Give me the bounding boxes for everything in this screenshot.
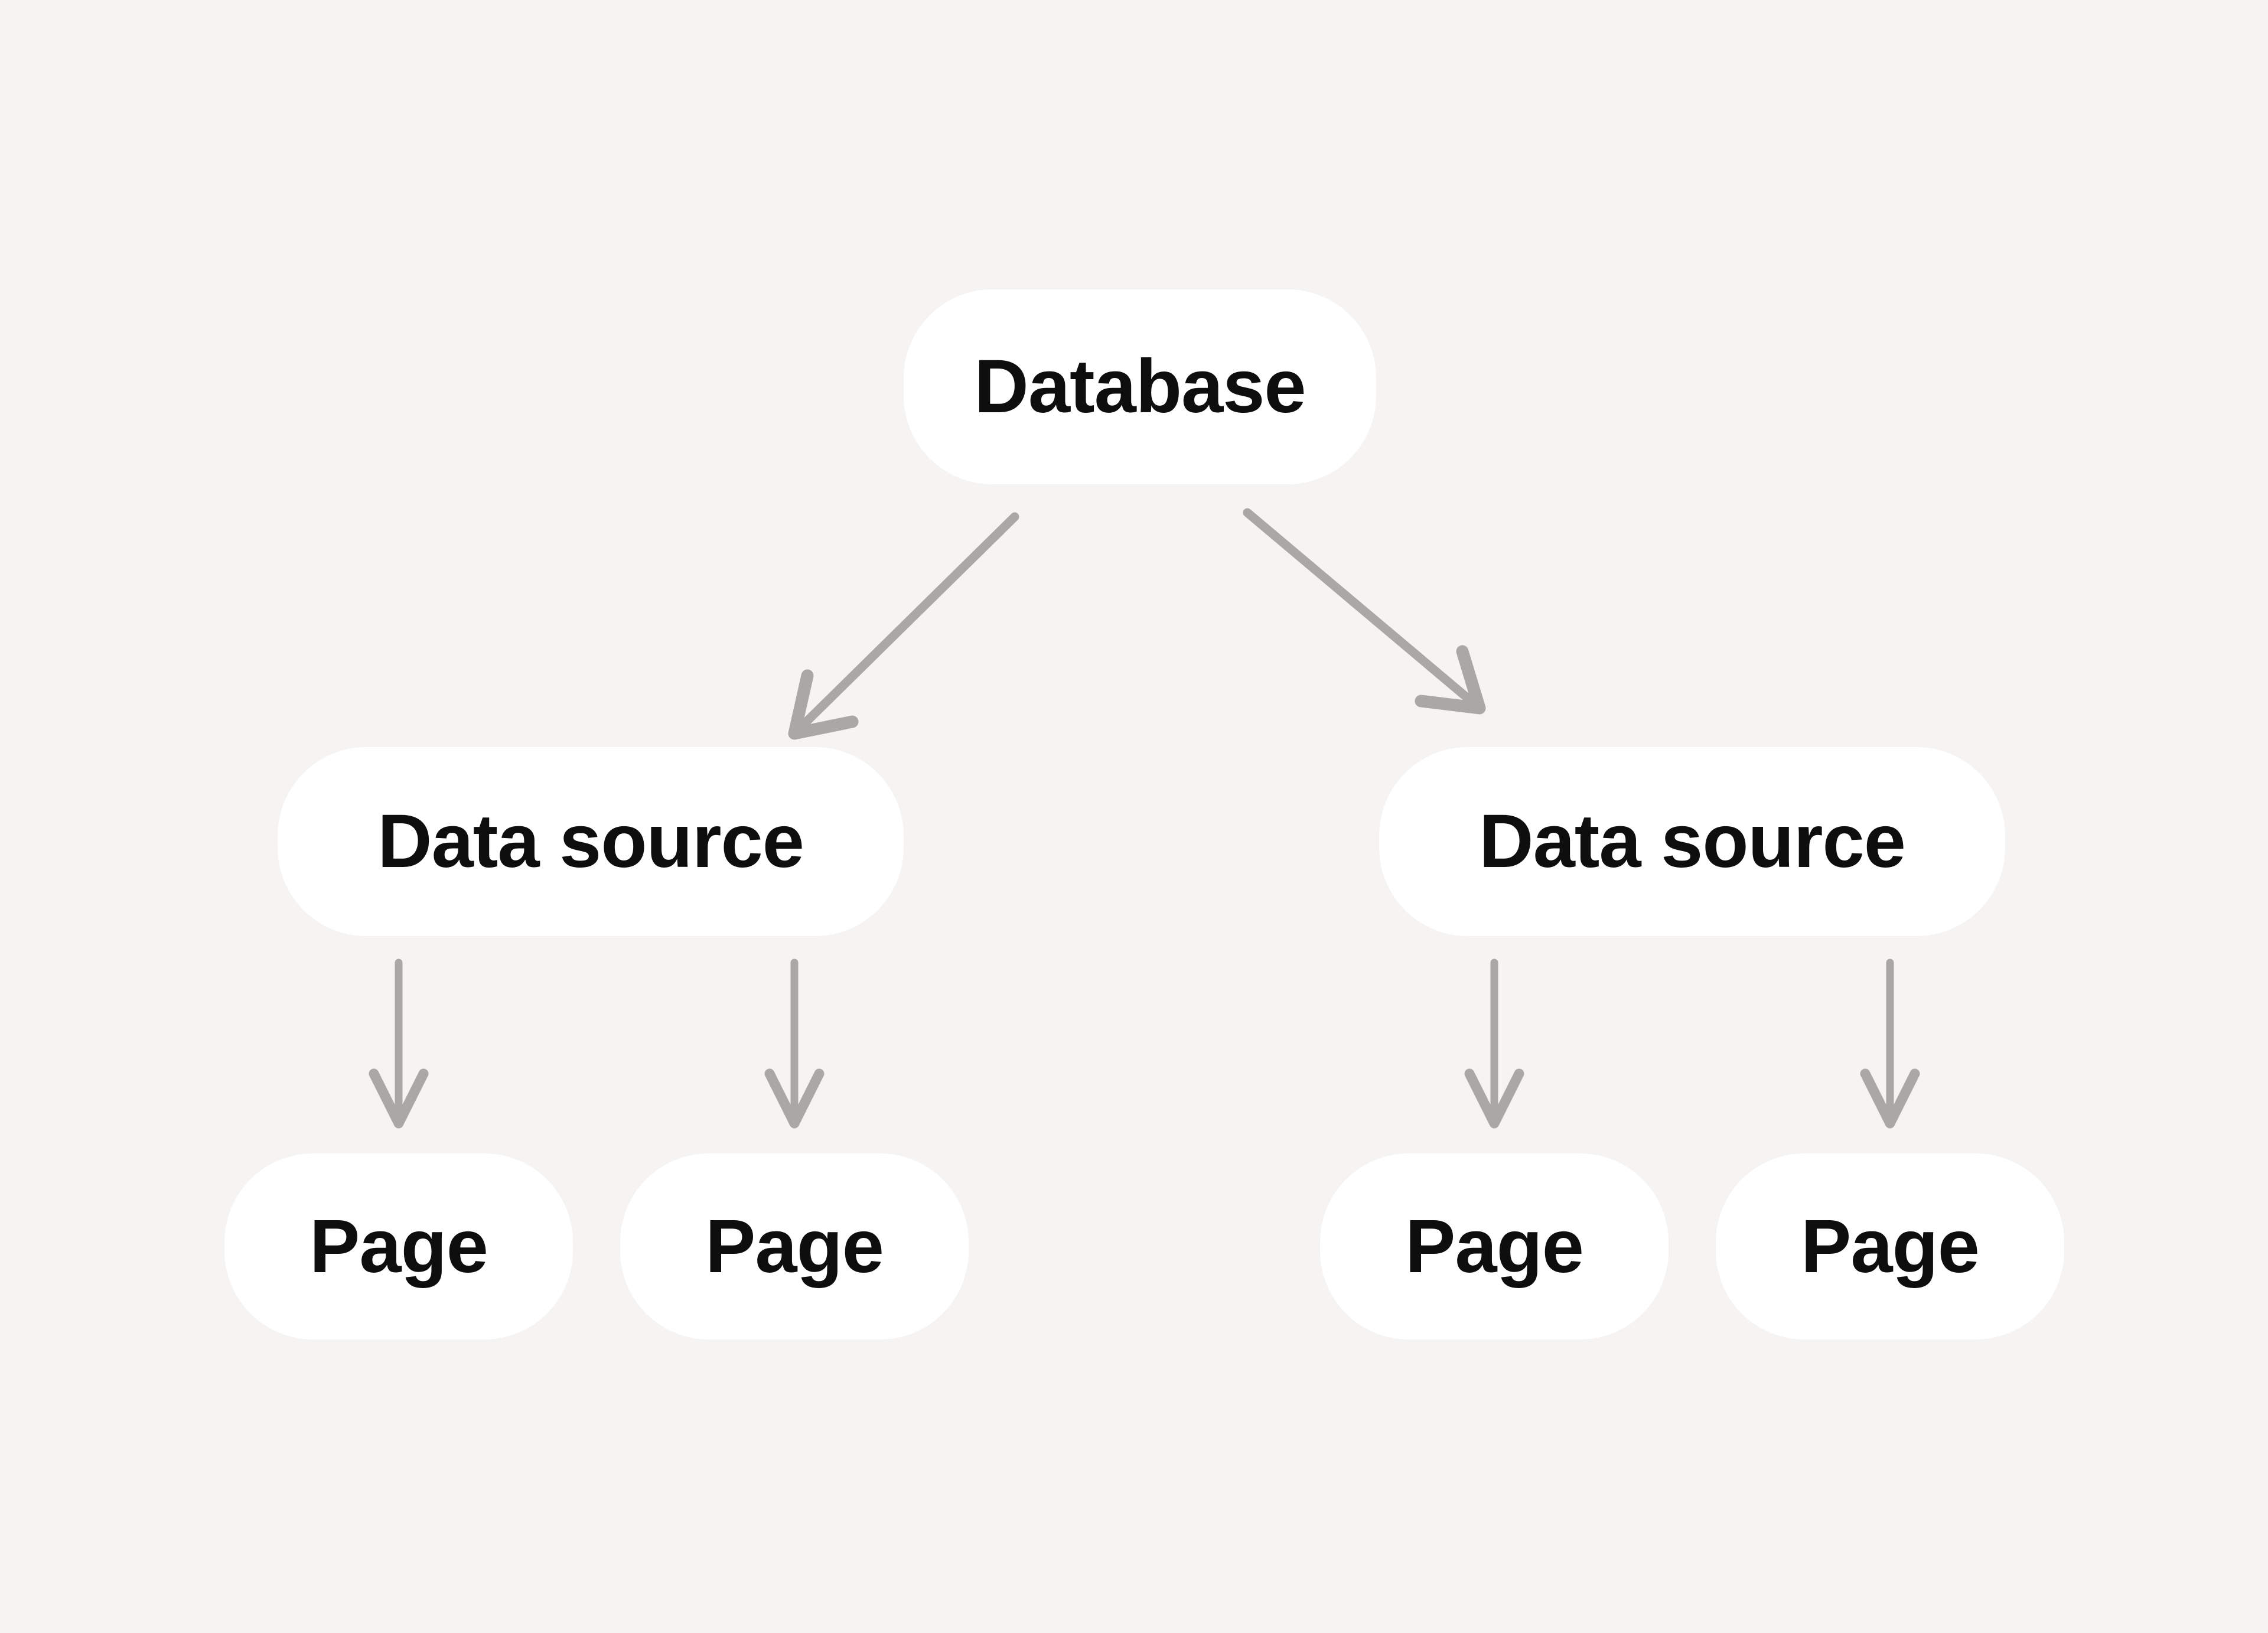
node-page-4: Page: [1716, 1153, 2064, 1339]
arrow-data-source-2-to-page-3: [1464, 959, 1524, 1129]
arrow-head: [764, 1068, 825, 1129]
node-page-2: Page: [620, 1153, 969, 1339]
node-data-source-1: Data source: [278, 747, 904, 936]
arrow-head: [788, 669, 859, 740]
arrow-data-source-1-to-page-1: [369, 959, 429, 1129]
node-database-label: Database: [974, 344, 1306, 429]
arrow-head: [369, 1068, 429, 1129]
arrow-head: [1415, 645, 1486, 715]
arrow-shaft: [1243, 508, 1484, 713]
arrow-data-source-2-to-page-4: [1860, 959, 1920, 1129]
node-page-1: Page: [224, 1153, 573, 1339]
arrow-head: [1860, 1068, 1920, 1129]
node-data-source-2: Data source: [1379, 747, 2005, 936]
node-page-4-label: Page: [1801, 1204, 1980, 1289]
node-page-3-label: Page: [1405, 1204, 1584, 1289]
node-data-source-2-label: Data source: [1479, 799, 1906, 884]
node-page-1-label: Page: [309, 1204, 488, 1289]
arrow-database-to-data-source-2: [1243, 508, 1486, 715]
node-page-3: Page: [1320, 1153, 1669, 1339]
arrow-shaft: [790, 512, 1019, 738]
node-database: Database: [904, 289, 1376, 484]
arrow-head: [1464, 1068, 1524, 1129]
node-page-2-label: Page: [705, 1204, 884, 1289]
arrow-data-source-1-to-page-2: [764, 959, 825, 1129]
node-data-source-1-label: Data source: [377, 799, 804, 884]
arrow-database-to-data-source-1: [788, 512, 1019, 740]
